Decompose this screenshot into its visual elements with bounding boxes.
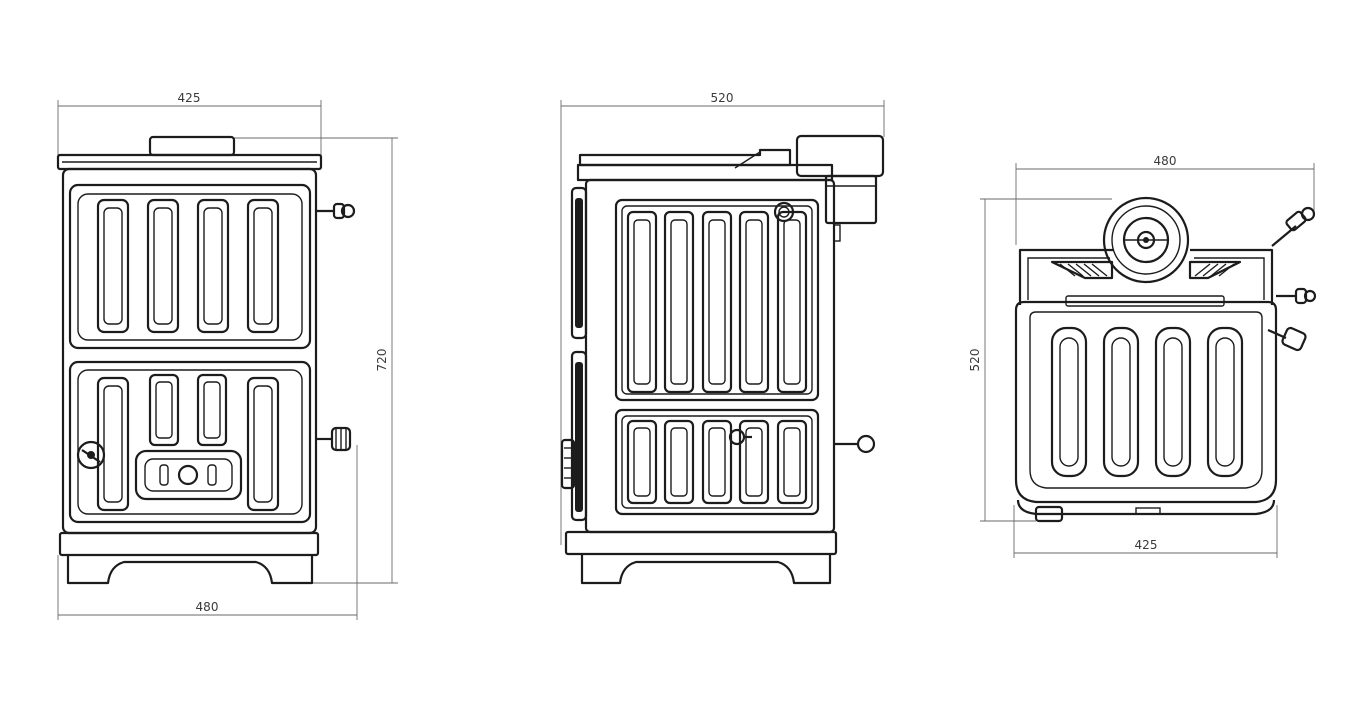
front-lower-knob: [316, 426, 352, 452]
top-bottom-width-label: 425: [1135, 538, 1158, 552]
front-height-label: 720: [375, 349, 389, 372]
top-knob-middle: [1276, 287, 1317, 305]
top-knob-upper: [1271, 206, 1316, 247]
front-bottom-width-label: 480: [196, 600, 219, 614]
side-depth-dimension: 520: [560, 91, 885, 545]
top-view: 480 520 425: [968, 154, 1317, 558]
front-bottom-width-dimension: 480: [57, 445, 358, 620]
front-view: 425 720 480: [56, 91, 398, 620]
top-vent-left: [1050, 260, 1114, 280]
top-bottom-width-dimension: 425: [1013, 505, 1278, 558]
top-knob-lower: [1267, 326, 1307, 352]
front-top-width-dimension: 425: [57, 91, 322, 160]
top-width-label: 480: [1154, 154, 1177, 168]
top-depth-dimension: 520: [968, 198, 1112, 522]
top-depth-label: 520: [968, 349, 982, 372]
side-depth-label: 520: [711, 91, 734, 105]
front-height-dimension: 720: [234, 137, 398, 584]
front-top-width-label: 425: [178, 91, 201, 105]
top-width-dimension: 480: [1015, 154, 1315, 245]
top-vent-right: [1188, 260, 1242, 280]
side-view: 520: [560, 91, 885, 585]
